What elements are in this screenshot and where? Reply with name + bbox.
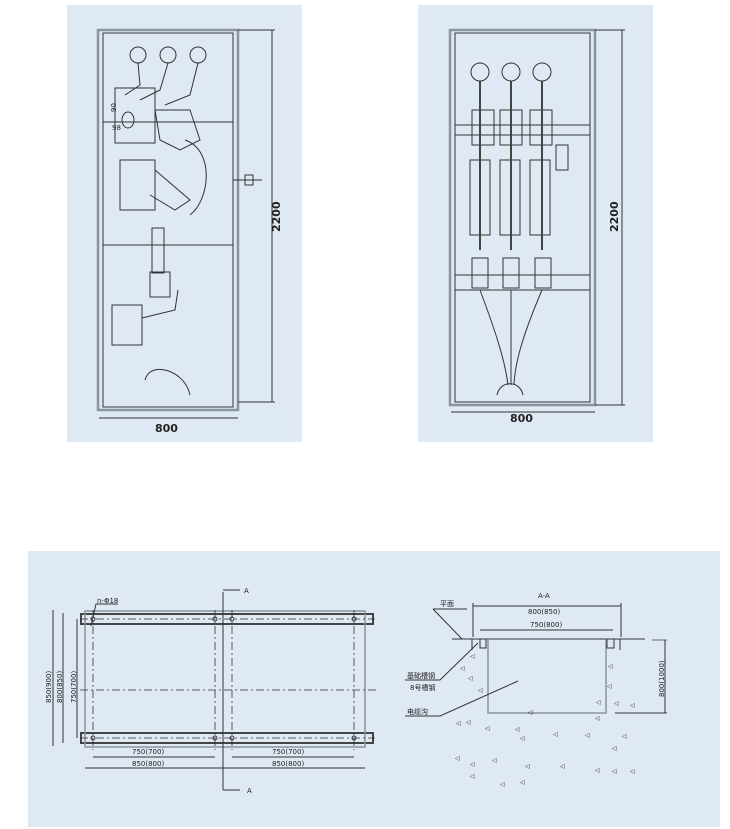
- svg-text:◁: ◁: [455, 755, 460, 762]
- svg-text:◁: ◁: [492, 757, 497, 764]
- section-mark-bottom: A: [247, 787, 252, 795]
- front-height-label: 2200: [608, 201, 621, 232]
- concrete-hatching: ◁ ◁ ◁ ◁ ◁ ◁ ◁ ◁ ◁ ◁ ◁ ◁ ◁ ◁ ◁ ◁ ◁ ◁ ◁ ◁ ◁ ◁ ◁ ◁ ◁ ◁ ◁ ◁ ◁ ◁ ◁: [455, 653, 635, 788]
- dim-outer-right: 850(800): [272, 760, 304, 768]
- channel-label-2: 8号槽钢: [410, 683, 435, 692]
- side-dim-b: 98: [112, 124, 121, 132]
- dim-vertical-2: 800(850): [56, 671, 64, 703]
- side-width-label: 800: [155, 422, 178, 435]
- svg-text:◁: ◁: [585, 732, 590, 739]
- trench-label: 电缆沟: [407, 707, 428, 716]
- svg-text:◁: ◁: [528, 709, 533, 716]
- dim-inner-left: 750(700): [132, 748, 164, 756]
- front-view-drawing: 2200 800: [448, 28, 625, 425]
- svg-text:◁: ◁: [607, 683, 612, 690]
- plan-view-drawing: A A n-Φ18 850(900) 800(850) 750(700) 750…: [45, 587, 378, 795]
- svg-text:◁: ◁: [460, 665, 465, 672]
- svg-text:◁: ◁: [466, 719, 471, 726]
- svg-text:◁: ◁: [470, 773, 475, 780]
- floor-label: 平面: [440, 600, 454, 608]
- svg-text:◁: ◁: [612, 768, 617, 775]
- hole-label: n-Φ18: [97, 597, 118, 605]
- svg-text:◁: ◁: [456, 720, 461, 727]
- svg-text:◁: ◁: [630, 768, 635, 775]
- svg-text:◁: ◁: [595, 767, 600, 774]
- dim-inner-right: 750(700): [272, 748, 304, 756]
- svg-text:◁: ◁: [478, 687, 483, 694]
- svg-text:◁: ◁: [500, 781, 505, 788]
- svg-text:◁: ◁: [614, 700, 619, 707]
- svg-text:◁: ◁: [525, 763, 530, 770]
- svg-text:◁: ◁: [560, 763, 565, 770]
- svg-text:◁: ◁: [622, 733, 627, 740]
- svg-text:◁: ◁: [553, 731, 558, 738]
- svg-text:◁: ◁: [612, 745, 617, 752]
- dim-vertical-3: 750(700): [70, 671, 78, 703]
- svg-text:◁: ◁: [595, 715, 600, 722]
- dim-vertical-1: 850(900): [45, 671, 53, 703]
- side-view-drawing: 2200 800 90 98: [96, 28, 283, 435]
- svg-text:◁: ◁: [485, 725, 490, 732]
- svg-text:◁: ◁: [470, 761, 475, 768]
- section-dim-inner: 750(800): [530, 621, 562, 629]
- svg-text:◁: ◁: [608, 663, 613, 670]
- svg-text:◁: ◁: [470, 653, 475, 660]
- svg-text:◁: ◁: [630, 702, 635, 709]
- foundation-panel: [28, 551, 720, 827]
- svg-text:◁: ◁: [520, 779, 525, 786]
- section-mark-top: A: [244, 587, 249, 595]
- section-dim-outer: 800(850): [528, 608, 560, 616]
- svg-text:◁: ◁: [520, 735, 525, 742]
- channel-label-1: 基础槽钢: [407, 671, 435, 680]
- svg-text:◁: ◁: [515, 726, 520, 733]
- side-height-label: 2200: [270, 201, 283, 232]
- dim-outer-left: 850(800): [132, 760, 164, 768]
- svg-text:◁: ◁: [468, 675, 473, 682]
- section-view-drawing: A-A 800(850) 750(800) 800(1000) 平面 基础槽钢 …: [405, 592, 667, 788]
- section-title: A-A: [538, 592, 550, 600]
- side-dim-a: 90: [110, 103, 118, 112]
- front-width-label: 800: [510, 412, 533, 425]
- svg-text:◁: ◁: [596, 699, 601, 706]
- section-depth-label: 800(1000): [658, 660, 666, 697]
- side-view-panel: [67, 5, 302, 442]
